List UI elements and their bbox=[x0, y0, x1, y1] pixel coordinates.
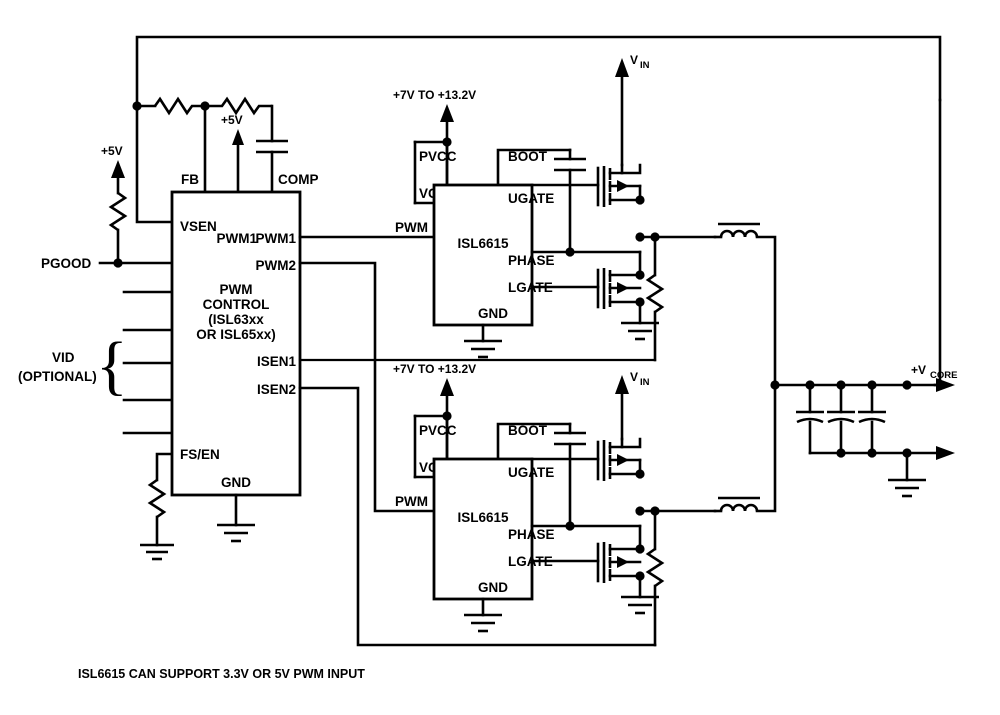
driver-bottom-pvcc-hook bbox=[413, 414, 449, 479]
junction-dot bbox=[113, 258, 123, 268]
output-capacitor-1 bbox=[796, 383, 824, 455]
output-capacitor-2 bbox=[827, 383, 855, 455]
pin-label-pwm2: PWM2 bbox=[256, 258, 297, 273]
output-return-rail bbox=[808, 446, 955, 460]
junction-dot bbox=[635, 195, 645, 205]
driver-bottom-phase-label: PHASE bbox=[508, 527, 555, 542]
junction-dot bbox=[867, 448, 877, 458]
junction-dot bbox=[635, 506, 645, 516]
junction-dot bbox=[635, 544, 645, 554]
junction-dot bbox=[635, 469, 645, 479]
driver-bottom-gnd-label: GND bbox=[478, 580, 508, 595]
driver-bottom-boot-label: BOOT bbox=[508, 423, 548, 438]
mosfet-low-side-bottom bbox=[596, 524, 645, 583]
pgood-pullup bbox=[108, 160, 128, 265]
mosfet-high-side-bottom bbox=[596, 437, 645, 481]
driver-top-pwm-label: PWM bbox=[395, 220, 428, 235]
mosfet-low-side-top-ground bbox=[621, 300, 659, 341]
driver-top-lgate-label: LGATE bbox=[508, 280, 553, 295]
driver-bottom-supply-label: +7V TO +13.2V bbox=[393, 362, 476, 376]
junction-dot bbox=[635, 232, 645, 242]
driver-bottom-block[interactable] bbox=[432, 457, 534, 601]
controller-text-line4: OR ISL65xx) bbox=[196, 327, 276, 342]
supply-label-5v-vcc: +5V bbox=[221, 113, 243, 127]
fsen-resistor-network bbox=[140, 452, 174, 561]
driver-top-gnd-label: GND bbox=[478, 306, 508, 321]
isen1-sense-resistor bbox=[645, 235, 665, 362]
output-ground-symbol bbox=[888, 451, 926, 498]
vin-arrow-bottom bbox=[615, 375, 629, 441]
controller-ground-symbol bbox=[217, 493, 255, 543]
mosfet-high-side-top bbox=[596, 163, 645, 207]
vid-lines bbox=[122, 290, 174, 435]
pgood-net bbox=[98, 258, 174, 268]
driver-bottom-part-label: ISL6615 bbox=[457, 510, 509, 525]
vcc-supply-arrow bbox=[232, 129, 244, 194]
pwm2-net bbox=[298, 261, 436, 513]
driver-bottom-ground-symbol bbox=[464, 597, 502, 633]
driver-top-ground-symbol bbox=[464, 323, 502, 359]
pin-label-gnd-controller: GND bbox=[221, 475, 251, 490]
vid-label: VID bbox=[52, 350, 75, 365]
vid-optional-label: (OPTIONAL) bbox=[18, 369, 97, 384]
isen2-sense-resistor bbox=[645, 509, 665, 647]
vcore-label: +V bbox=[911, 363, 926, 377]
controller-text-line3: (ISL63xx bbox=[208, 312, 264, 327]
driver-top-ugate-label: UGATE bbox=[508, 191, 554, 206]
mosfet-low-side-bottom-ground bbox=[621, 574, 659, 615]
output-capacitor-3 bbox=[858, 383, 886, 455]
junction-dot bbox=[836, 448, 846, 458]
pwm1-text: PWM1 bbox=[256, 231, 297, 246]
vin-label-bottom: V bbox=[630, 370, 638, 384]
vin-arrow-top bbox=[615, 58, 629, 167]
pin-label-fb: FB bbox=[181, 172, 199, 187]
vid-brace: { bbox=[96, 329, 128, 402]
vin-sub-label-top: IN bbox=[640, 60, 650, 71]
driver-top-pvcc-label: PVCC bbox=[419, 149, 457, 164]
driver-top-part-label: ISL6615 bbox=[457, 236, 509, 251]
output-inductor-top bbox=[713, 222, 777, 387]
junction-dot bbox=[770, 380, 780, 390]
driver-bottom-lgate-label: LGATE bbox=[508, 554, 553, 569]
isen2-net bbox=[298, 386, 657, 647]
vin-sub-label-bottom: IN bbox=[640, 377, 650, 388]
pin-label-fsen: FS/EN bbox=[180, 447, 220, 462]
driver-top-supply-label: +7V TO +13.2V bbox=[393, 88, 476, 102]
driver-top-pvcc-hook bbox=[413, 140, 449, 205]
phase-node-bottom bbox=[635, 506, 717, 516]
supply-label-5v-pgood: +5V bbox=[101, 144, 123, 158]
phase-node-top bbox=[635, 232, 717, 242]
controller-text-line2: CONTROL bbox=[203, 297, 270, 312]
output-inductor-bottom bbox=[713, 383, 777, 513]
vcore-sub-label: CORE bbox=[930, 370, 957, 381]
mosfet-low-side-top bbox=[596, 250, 645, 309]
driver-bottom-ugate-label: UGATE bbox=[508, 465, 554, 480]
feedback-loop-wire bbox=[135, 35, 942, 387]
pin-label-comp: COMP bbox=[278, 172, 319, 187]
diagram-caption: ISL6615 CAN SUPPORT 3.3V OR 5V PWM INPUT bbox=[78, 667, 365, 681]
driver-bottom-pvcc-label: PVCC bbox=[419, 423, 457, 438]
vin-label-top: V bbox=[630, 53, 638, 67]
pin-label-vsen: VSEN bbox=[180, 219, 217, 234]
driver-top-phase-label: PHASE bbox=[508, 253, 555, 268]
driver-top-boot-label: BOOT bbox=[508, 149, 548, 164]
net-label-pgood: PGOOD bbox=[41, 256, 92, 271]
driver-bottom-boot-net bbox=[496, 422, 586, 531]
junction-dot bbox=[132, 101, 142, 111]
pin-label-isen1: ISEN1 bbox=[257, 354, 297, 369]
output-rail bbox=[770, 378, 955, 392]
junction-dot bbox=[635, 270, 645, 280]
controller-text-line1: PWM bbox=[220, 282, 253, 297]
junction-dot bbox=[200, 101, 210, 111]
fb-comp-network bbox=[132, 96, 288, 224]
pin-label-pwm1: PWM1 bbox=[217, 231, 258, 246]
driver-bottom-pwm-label: PWM bbox=[395, 494, 428, 509]
pin-label-isen2: ISEN2 bbox=[257, 382, 296, 397]
junction-dot bbox=[902, 380, 912, 390]
